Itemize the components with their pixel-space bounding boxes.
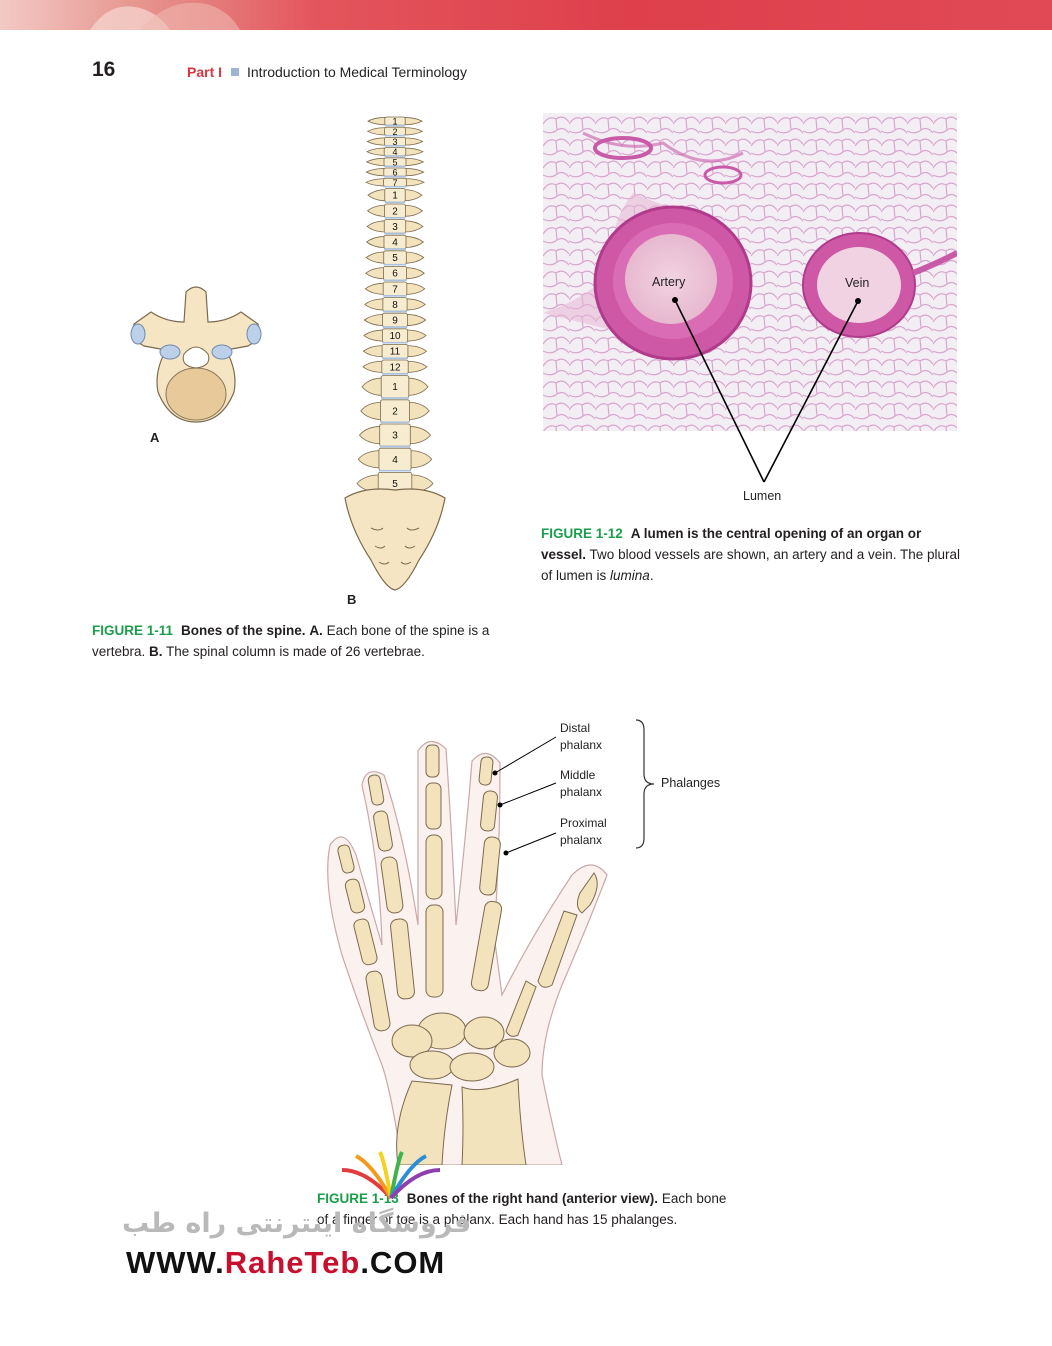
intervertebral-disc [383, 248, 407, 250]
panel-a-label: A [150, 430, 160, 445]
intervertebral-disc [383, 263, 407, 266]
intervertebral-disc [380, 421, 410, 424]
figure-title: A lumen is the central opening of an org… [541, 526, 922, 562]
thoracic-vertebra-label: 5 [392, 253, 398, 264]
intervertebral-disc [381, 397, 409, 399]
url-suffix: .COM [360, 1245, 446, 1280]
figure-1-13-caption: FIGURE 1-13 Bones of the right hand (ante… [317, 1188, 737, 1230]
cervical-vertebra-label: 3 [392, 137, 397, 147]
intervertebral-disc [383, 295, 407, 297]
thoracic-vertebra-label: 4 [392, 238, 398, 249]
thoracic-vertebra-label: 12 [389, 362, 401, 373]
middle-phalanx-label: Middle phalanx [560, 767, 602, 801]
distal-phalanx-label: Distal phalanx [560, 720, 602, 754]
intervertebral-disc [384, 201, 406, 204]
proximal-phalanx-label: Proximal phalanx [560, 815, 607, 849]
figure-number: FIGURE 1-13 [317, 1191, 399, 1206]
cervical-vertebra-label: 5 [392, 157, 397, 167]
intervertebral-disc [383, 175, 407, 178]
thoracic-vertebra-label: 10 [389, 331, 401, 342]
cervical-vertebra-label: 1 [392, 117, 397, 127]
hand-bones-illustration [327, 740, 608, 1165]
thoracic-vertebra-label: 1 [392, 191, 398, 202]
caption-b-text: The spinal column is made of 26 vertebra… [162, 644, 425, 659]
caption-a-text: Each bone of the spine is a vertebra. [92, 623, 490, 659]
caption-text: Two blood vessels are shown, an artery a… [541, 547, 961, 583]
caption-period: . [649, 568, 654, 583]
phalanx-pointer-lines [492, 736, 557, 856]
label-line: Proximal [560, 816, 607, 830]
intervertebral-disc [384, 155, 406, 157]
label-line: Distal [560, 721, 591, 735]
label-line: phalanx [560, 785, 603, 799]
intervertebral-disc [378, 469, 412, 472]
intervertebral-disc [384, 217, 406, 219]
intervertebral-disc [384, 124, 406, 127]
watermark-persian-text: فروشگاه اینترنتی راه طب [122, 1208, 472, 1239]
lumbar-vertebra-label: 3 [392, 431, 398, 442]
intervertebral-disc [384, 145, 406, 147]
thoracic-vertebra-label: 3 [392, 222, 398, 233]
intervertebral-disc [384, 134, 406, 137]
intervertebral-disc [382, 326, 408, 328]
cervical-vertebra-label: 7 [392, 178, 397, 188]
figure-number: FIGURE 1-11 [92, 623, 174, 638]
thoracic-vertebra-label: 8 [392, 300, 398, 311]
header-banner [0, 0, 1052, 30]
artery-vein-micrograph [543, 113, 957, 431]
label-line: phalanx [560, 833, 603, 847]
panel-b-label: B [347, 592, 357, 607]
thoracic-vertebra-label: 11 [390, 347, 401, 358]
thoracic-vertebra-label: 2 [392, 206, 398, 217]
intervertebral-disc [382, 357, 408, 360]
phalanges-brace [635, 719, 655, 849]
intervertebral-disc [384, 165, 406, 168]
thoracic-vertebra-label: 7 [392, 284, 398, 295]
intervertebral-disc [379, 445, 411, 448]
figure-title: Bones of the right hand (anterior view). [406, 1191, 659, 1206]
cervical-vertebra-label: 6 [392, 168, 397, 178]
intervertebral-disc [382, 341, 408, 344]
artery-label: Artery [652, 275, 686, 289]
caption-text: Each bone of a finger or toe is a phalan… [317, 1191, 727, 1227]
intervertebral-disc [383, 185, 407, 188]
caption-b-label: B. [149, 644, 163, 659]
lumbar-vertebra-label: 4 [392, 455, 398, 466]
rahe-teb-logo-icon [341, 1151, 441, 1200]
intervertebral-disc [383, 279, 407, 282]
decorative-flower-image [90, 2, 240, 30]
part-label: Part I [187, 64, 223, 80]
figure-1-11-caption: FIGURE 1-11 Bones of the spine. A. Each b… [92, 620, 512, 662]
figure-title: Bones of the spine. [181, 623, 306, 638]
lumen-label: Lumen [743, 489, 782, 503]
intervertebral-disc [382, 310, 408, 313]
label-line: Middle [560, 768, 596, 782]
intervertebral-disc [381, 373, 409, 375]
page-number: 16 [92, 58, 116, 81]
intervertebral-disc [384, 232, 406, 235]
lumbar-vertebra-label: 2 [392, 406, 398, 417]
vein-label: Vein [845, 276, 870, 290]
lumbar-vertebra-label: 5 [392, 479, 398, 490]
thoracic-vertebra-label: 9 [392, 316, 398, 327]
cervical-vertebra-label: 4 [392, 147, 397, 157]
lumbar-vertebra-label: 1 [392, 382, 398, 393]
label-line: phalanx [560, 738, 603, 752]
thoracic-vertebra-label: 6 [392, 269, 398, 280]
cervical-vertebra-label: 2 [392, 127, 397, 137]
phalanges-label: Phalanges [661, 776, 721, 790]
url-accent: RaheTeb [224, 1245, 361, 1280]
vertebra-illustration [130, 286, 262, 423]
caption-a-label: A. [309, 623, 323, 638]
separator-square-icon [231, 68, 239, 76]
lumen-pointer-lines [672, 297, 861, 483]
watermark-url: WWW.RaheTeb.COM [126, 1245, 445, 1281]
chapter-title: Introduction to Medical Terminology [247, 64, 467, 80]
caption-italic-term: lumina [610, 568, 650, 583]
url-prefix: WWW. [126, 1245, 225, 1280]
figure-number: FIGURE 1-12 [541, 526, 623, 541]
